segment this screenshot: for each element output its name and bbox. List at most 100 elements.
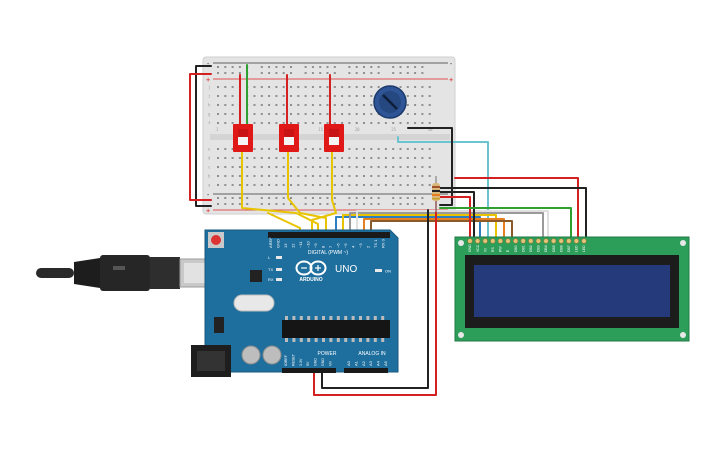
lcd-pin[interactable]: [573, 238, 580, 244]
led-label: TX: [268, 267, 273, 272]
lcd-pin[interactable]: [512, 238, 519, 244]
wire-red-lcd-vcc[interactable]: [439, 196, 471, 241]
digital-pin-label: ~3: [358, 243, 363, 248]
wire-red-5v[interactable]: [313, 199, 437, 396]
power-pin-label: 5V: [306, 361, 310, 366]
analog-header-label: ANALOG IN: [358, 351, 386, 357]
led-label: RX: [268, 277, 274, 282]
lcd-pin[interactable]: [581, 238, 587, 244]
row-letter: b: [208, 174, 211, 179]
capacitor-1: [241, 345, 261, 365]
wire-black-gnd[interactable]: [321, 209, 429, 389]
wire-cyan-pot-v0[interactable]: [397, 136, 489, 241]
power-pin-label: RESET: [291, 353, 295, 366]
lcd-pin-label: LED: [575, 245, 579, 252]
atmega-chip: [282, 320, 390, 338]
lcd-pin[interactable]: [497, 238, 504, 244]
digital-header[interactable]: [268, 232, 390, 238]
digital-pin-label: 8: [321, 245, 326, 248]
lcd-pin-label: DB3: [537, 245, 541, 252]
rail-plus-label: +: [206, 76, 210, 84]
board-led: [276, 256, 282, 259]
lcd-pin-label: DB5: [552, 245, 556, 252]
power-pin-label: GND: [321, 358, 325, 366]
wire-orange-lcd-db6[interactable]: [363, 218, 505, 241]
wire-black-pot-gnd[interactable]: [407, 127, 453, 206]
lcd-pin-label: VCC: [476, 244, 480, 252]
row-letter: a: [208, 183, 211, 188]
lcd-pin[interactable]: [550, 238, 557, 244]
row-letter: g: [208, 112, 211, 117]
atmega-chip-pins: [285, 316, 385, 342]
wire-brown-lcd-db7[interactable]: [370, 220, 513, 241]
lcd-pin-label: DB4: [544, 245, 548, 252]
pushbutton-2[interactable]: [279, 124, 299, 152]
lcd-pin[interactable]: [566, 238, 572, 244]
column-number: 25: [391, 127, 396, 132]
reset-button-cap[interactable]: [211, 235, 221, 245]
usb-chip: [250, 270, 262, 282]
wire-blue-lcd-rs[interactable]: [335, 216, 481, 241]
lcd-pin[interactable]: [475, 238, 481, 244]
wire-yellow-button3[interactable]: [311, 149, 337, 233]
lcd-pin-label: DB7: [567, 245, 571, 252]
digital-pin-label: RX 0: [381, 238, 386, 248]
wire-white-lcd-db5[interactable]: [356, 210, 549, 241]
breadboard-holes: [217, 66, 431, 205]
wire-yellow-extra[interactable]: [267, 212, 301, 233]
power-header[interactable]: [282, 368, 336, 373]
wire-yellow-lcd-e[interactable]: [342, 214, 497, 241]
lcd-pin[interactable]: [482, 238, 488, 244]
usb-cable-icon[interactable]: [36, 255, 233, 291]
resistor-icon[interactable]: [432, 176, 440, 212]
digital-pin-label: ~5: [343, 243, 348, 248]
digital-header-label: DIGITAL (PWM ~): [308, 250, 348, 256]
lcd-pin[interactable]: [535, 238, 542, 244]
wire-yellow-button2[interactable]: [287, 149, 327, 233]
model-label: UNO: [335, 264, 357, 275]
digital-pin-label: ~10: [306, 240, 311, 248]
analog-header[interactable]: [344, 368, 388, 373]
wire-yellow-button1[interactable]: [241, 149, 319, 233]
wire-red-rail-left[interactable]: [189, 73, 212, 201]
wire-black-lcd-led-k[interactable]: [439, 187, 587, 241]
row-letter: h: [208, 103, 211, 108]
rail-plus-label-right: +: [449, 76, 453, 84]
board-leds: L TX RX: [268, 255, 282, 282]
pushbutton-3[interactable]: [324, 124, 344, 152]
wire-black-lcd-gnd[interactable]: [439, 191, 475, 241]
pushbutton-1[interactable]: [233, 124, 253, 152]
digital-pin-label: 13: [283, 243, 288, 248]
wire-green-lcd-rw[interactable]: [439, 207, 572, 241]
digital-pin-label: ~11: [298, 241, 303, 248]
row-letter: j: [208, 85, 210, 90]
lcd-pin[interactable]: [528, 238, 534, 244]
voltage-regulator: [214, 317, 224, 333]
digital-pin-label: TX 1: [373, 239, 378, 248]
digital-pin-label: 7: [328, 245, 333, 248]
row-letter: e: [208, 147, 211, 152]
wire-red-lcd-led-a[interactable]: [454, 177, 579, 241]
lcd-pin[interactable]: [558, 238, 564, 244]
lcd-pin[interactable]: [520, 238, 526, 244]
analog-pin-label: A1: [353, 360, 358, 366]
led-label: L: [268, 255, 271, 260]
lcd-pin-label: DB6: [559, 245, 563, 252]
lcd-pin[interactable]: [467, 238, 473, 244]
lcd-pin[interactable]: [543, 238, 549, 244]
arduino-infinity-logo-icon: [295, 260, 327, 276]
rail-plus-label-bottom: +: [206, 207, 210, 215]
lcd-pin-label: RS: [491, 247, 495, 252]
wire-gray-lcd-db4[interactable]: [349, 212, 544, 241]
lcd-pin-label: DB2: [529, 245, 533, 252]
lcd-pin[interactable]: [490, 238, 496, 244]
analog-pin-label: A5: [383, 360, 388, 366]
potentiometer-icon[interactable]: [373, 85, 407, 119]
row-letter: c: [208, 165, 211, 170]
lcd-pin[interactable]: [505, 238, 511, 244]
wire-black-rail-left[interactable]: [195, 65, 212, 207]
analog-pin-label: A4: [376, 360, 381, 366]
